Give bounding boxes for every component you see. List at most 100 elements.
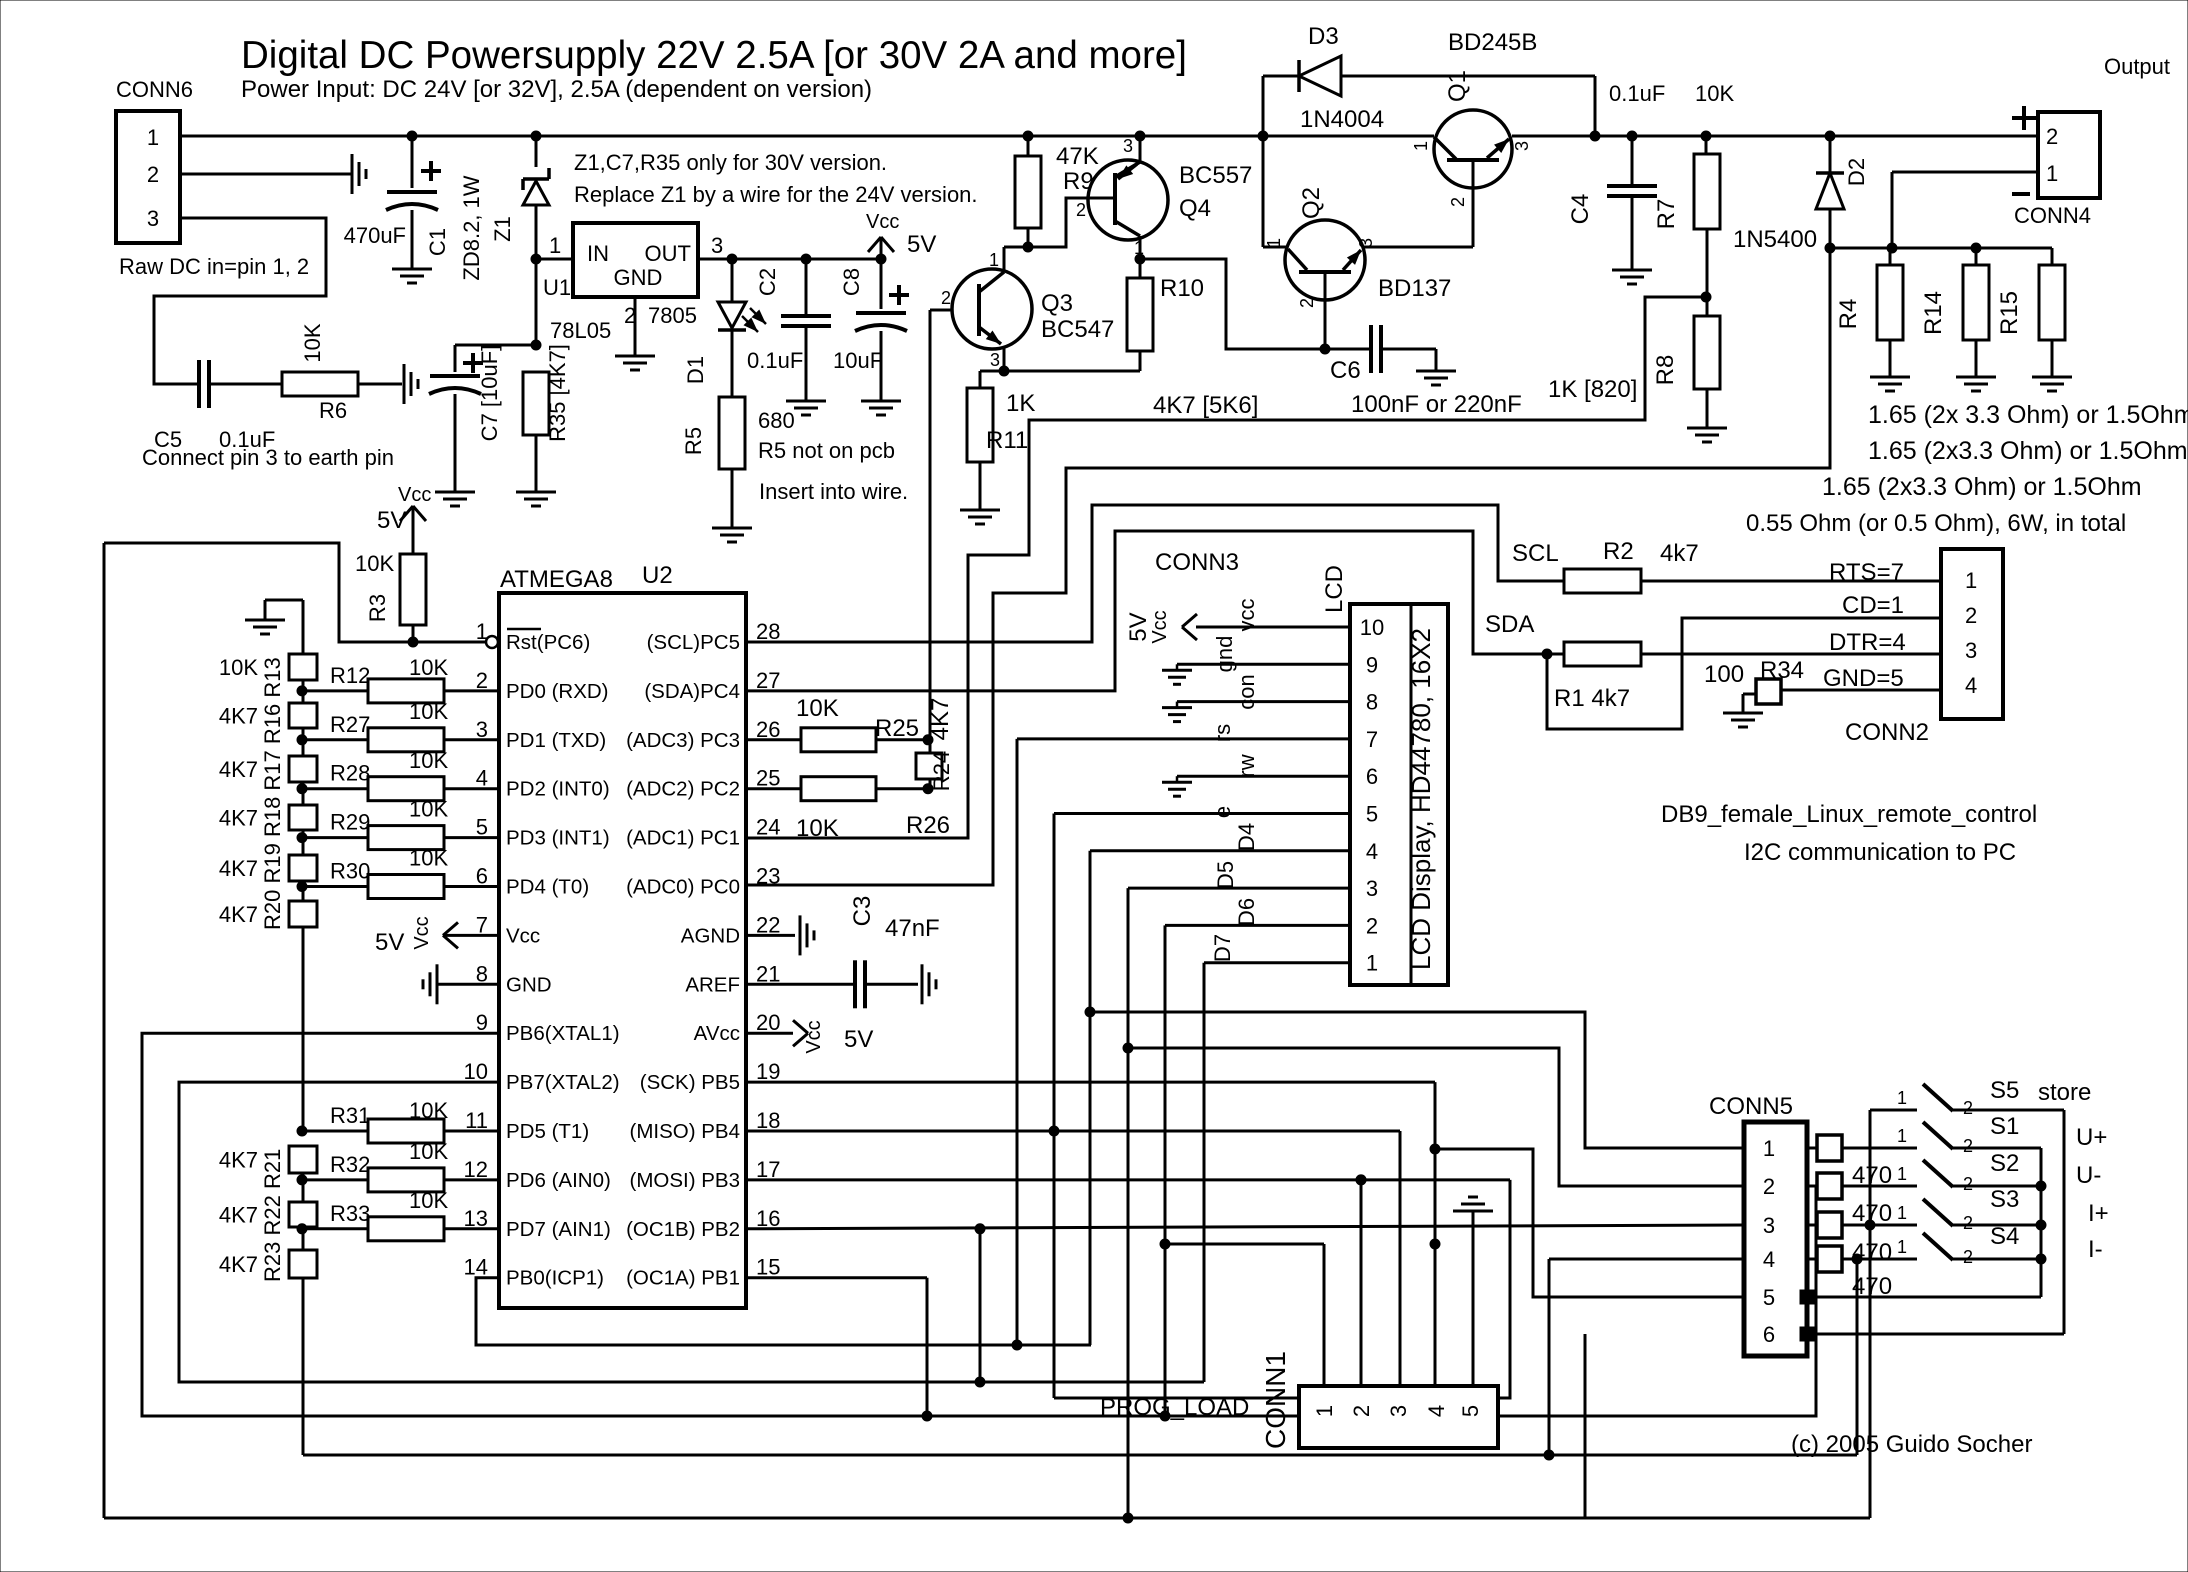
svg-text:Vcc: Vcc: [411, 916, 433, 949]
svg-text:AVcc: AVcc: [694, 1022, 740, 1045]
svg-text:(OC1A) PB1: (OC1A) PB1: [626, 1267, 740, 1290]
svg-text:3: 3: [1512, 141, 1532, 151]
svg-text:100nF or 220nF: 100nF or 220nF: [1351, 391, 1522, 418]
svg-text:IN: IN: [587, 241, 609, 266]
svg-text:1N4004: 1N4004: [1300, 106, 1384, 133]
svg-text:5: 5: [1458, 1405, 1483, 1417]
svg-text:18: 18: [756, 1108, 780, 1133]
svg-text:2: 2: [1963, 1213, 1973, 1233]
svg-text:D2: D2: [1844, 158, 1869, 186]
svg-text:2: 2: [1349, 1405, 1374, 1417]
svg-text:R32: R32: [330, 1152, 370, 1177]
svg-text:rw: rw: [1234, 754, 1259, 777]
svg-text:10K: 10K: [409, 1139, 448, 1164]
svg-text:PB7(XTAL2): PB7(XTAL2): [506, 1071, 620, 1094]
svg-text:Vcc: Vcc: [1149, 610, 1171, 643]
svg-text:1: 1: [549, 233, 561, 258]
svg-text:CONN2: CONN2: [1845, 719, 1929, 746]
svg-text:R30: R30: [330, 859, 370, 884]
svg-text:4K7: 4K7: [927, 698, 954, 741]
svg-text:28: 28: [756, 619, 780, 644]
svg-text:Q2: Q2: [1298, 187, 1325, 219]
svg-text:4K7: 4K7: [219, 856, 258, 881]
svg-text:BC547: BC547: [1041, 316, 1114, 343]
svg-text:1: 1: [989, 250, 999, 270]
svg-text:4: 4: [1366, 839, 1378, 864]
svg-text:(ADC1) PC1: (ADC1) PC1: [626, 827, 740, 850]
svg-text:2: 2: [1448, 197, 1468, 207]
svg-text:R5 not on pcb: R5 not on pcb: [758, 438, 895, 463]
svg-text:store: store: [2038, 1079, 2091, 1106]
svg-text:2: 2: [1076, 200, 1086, 220]
svg-text:470uF: 470uF: [344, 223, 406, 248]
svg-text:S4: S4: [1990, 1223, 2019, 1250]
svg-text:4k7: 4k7: [1660, 540, 1699, 567]
svg-text:26: 26: [756, 717, 780, 742]
svg-text:(c) 2005 Guido Socher: (c) 2005 Guido Socher: [1791, 1431, 2032, 1458]
svg-text:Vcc: Vcc: [398, 484, 431, 506]
svg-text:CONN1: CONN1: [1260, 1351, 1291, 1449]
svg-text:8: 8: [1366, 690, 1378, 715]
svg-text:C2: C2: [755, 268, 780, 296]
svg-text:R1 4k7: R1 4k7: [1554, 685, 1630, 712]
svg-text:LCD: LCD: [1321, 565, 1348, 613]
svg-text:10: 10: [464, 1059, 488, 1084]
svg-text:C4: C4: [1567, 194, 1594, 225]
svg-text:R28: R28: [330, 761, 370, 786]
svg-text:7: 7: [1366, 727, 1378, 752]
svg-text:4: 4: [476, 766, 488, 791]
svg-text:C1: C1: [425, 228, 450, 256]
svg-text:Replace Z1 by a wire for the 2: Replace Z1 by a wire for the 24V version…: [574, 182, 978, 207]
svg-text:1: 1: [1763, 1136, 1775, 1161]
svg-text:Insert into wire.: Insert into wire.: [759, 479, 908, 504]
svg-text:con: con: [1234, 674, 1259, 709]
svg-text:5V: 5V: [375, 929, 404, 956]
svg-text:R10: R10: [1160, 275, 1204, 302]
svg-text:R24: R24: [929, 751, 954, 791]
svg-text:C7 [10uF]: C7 [10uF]: [477, 345, 502, 442]
svg-text:6: 6: [1763, 1322, 1775, 1347]
svg-text:19: 19: [756, 1059, 780, 1084]
svg-text:R6: R6: [319, 398, 347, 423]
svg-text:ATMEGA8: ATMEGA8: [500, 566, 613, 593]
svg-text:U2: U2: [642, 562, 673, 589]
svg-text:10uF: 10uF: [833, 348, 883, 373]
svg-text:gnd: gnd: [1212, 636, 1237, 673]
svg-text:78L05: 78L05: [550, 318, 611, 343]
svg-text:R15: R15: [1996, 291, 2023, 335]
svg-text:9: 9: [1366, 652, 1378, 677]
svg-text:17: 17: [756, 1157, 780, 1182]
svg-text:2: 2: [147, 162, 159, 187]
svg-text:47K: 47K: [1056, 143, 1099, 170]
svg-text:R29: R29: [330, 810, 370, 835]
svg-text:U+: U+: [2076, 1124, 2107, 1151]
svg-text:4K7: 4K7: [219, 757, 258, 782]
svg-text:(MOSI) PB3: (MOSI) PB3: [630, 1169, 741, 1192]
svg-text:16: 16: [756, 1206, 780, 1231]
svg-text:4: 4: [1965, 673, 1977, 698]
svg-text:470: 470: [1852, 1239, 1892, 1266]
svg-text:4K7: 4K7: [219, 704, 258, 729]
svg-text:C3: C3: [849, 896, 876, 927]
svg-text:Z1,C7,R35 only for 30V version: Z1,C7,R35 only for 30V version.: [574, 150, 887, 175]
svg-text:10K: 10K: [409, 1098, 448, 1123]
svg-text:4K7: 4K7: [219, 1203, 258, 1228]
svg-text:R8: R8: [1652, 355, 1679, 386]
svg-text:1K [820]: 1K [820]: [1548, 376, 1637, 403]
svg-text:PD4 (T0): PD4 (T0): [506, 876, 589, 899]
svg-text:(SDA)PC4: (SDA)PC4: [644, 680, 740, 703]
svg-text:5: 5: [476, 815, 488, 840]
svg-text:GND: GND: [506, 973, 552, 996]
svg-text:1.65 (2x3.3 Ohm) or 1.5Ohm: 1.65 (2x3.3 Ohm) or 1.5Ohm: [1822, 473, 2142, 501]
svg-text:0.1uF: 0.1uF: [219, 427, 275, 452]
svg-text:1.65 (2x3.3 Ohm) or 1.5Ohm: 1.65 (2x3.3 Ohm) or 1.5Ohm: [1868, 437, 2188, 465]
svg-text:Vcc: Vcc: [803, 1020, 825, 1053]
svg-text:(MISO) PB4: (MISO) PB4: [630, 1120, 741, 1143]
svg-text:R20 R19 R18 R17 R16 R13: R20 R19 R18 R17 R16 R13: [260, 657, 285, 930]
svg-text:Q1: Q1: [1444, 70, 1471, 102]
svg-text:2: 2: [476, 668, 488, 693]
svg-text:I-: I-: [2088, 1236, 2103, 1263]
svg-text:10K: 10K: [1695, 81, 1734, 106]
svg-text:ZD8.2, 1W: ZD8.2, 1W: [459, 175, 484, 280]
svg-text:CONN5: CONN5: [1709, 1093, 1793, 1120]
